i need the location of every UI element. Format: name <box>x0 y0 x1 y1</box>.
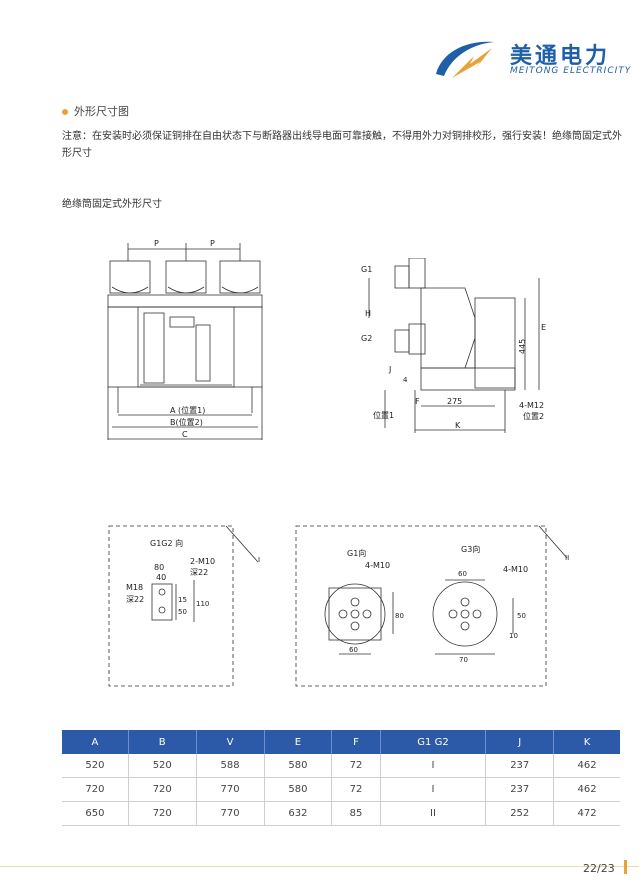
dim-a: A (位置1) <box>170 405 205 415</box>
detail-i-15: 15 <box>178 596 187 604</box>
dim-four: 4 <box>403 376 408 384</box>
table-cell: II <box>380 801 487 826</box>
table-cell: 72 <box>331 754 381 778</box>
dim-275: 275 <box>447 397 462 406</box>
detail-i-drawing: I G1G2 向 2-M10 深22 80 40 M18 深22 15 50 1… <box>108 525 260 687</box>
label-m12: 4-M12 <box>519 401 544 410</box>
table-cell: 720 <box>62 777 129 802</box>
front-view-drawing: P P A (位置1) B(位置2) C <box>107 239 263 440</box>
detail-ii-mark: II <box>565 554 569 562</box>
table-header: V <box>196 730 265 754</box>
table-header: J <box>485 730 555 754</box>
detail-ii-m10-right: 4-M10 <box>503 565 528 574</box>
dim-445: 445 <box>518 339 527 354</box>
table-cell: 632 <box>264 801 333 826</box>
detail-i-50: 50 <box>178 608 187 616</box>
footer-divider <box>0 866 639 867</box>
detail-i-110: 110 <box>196 600 209 608</box>
detail-i-title: G1G2 向 <box>150 538 183 548</box>
table-cell: I <box>380 754 487 778</box>
table-cell: 770 <box>196 777 265 802</box>
dim-c: C <box>182 430 188 439</box>
table-cell: 72 <box>331 777 381 802</box>
dim-h: H <box>365 309 371 318</box>
table-header: B <box>128 730 197 754</box>
table-cell: 580 <box>264 777 333 802</box>
table-header-row: A B V E F G1 G2 J K <box>62 730 620 754</box>
dim-f: F <box>415 397 420 406</box>
detail-i-80: 80 <box>154 563 164 572</box>
page-marker <box>624 860 627 874</box>
dimension-table: A B V E F G1 G2 J K 520 520 588 580 72 I… <box>62 730 620 826</box>
table-row: 650 720 770 632 85 II 252 472 <box>62 801 620 826</box>
detail-i-m18: M18 <box>126 583 143 592</box>
table-cell: 520 <box>62 754 129 778</box>
table-cell: 720 <box>128 777 197 802</box>
table-cell: 650 <box>62 801 129 826</box>
dim-j: J <box>388 365 391 374</box>
table-header: K <box>553 730 620 754</box>
table-cell: 720 <box>128 801 197 826</box>
table-cell: 770 <box>196 801 265 826</box>
label-pos2: 位置2 <box>523 411 544 421</box>
installation-note: 注意：在安装时必须保证铜排在自由状态下与断路器出线导电面可靠接触，不得用外力对铜… <box>62 131 622 159</box>
table-header: E <box>264 730 333 754</box>
table-cell: 237 <box>485 754 555 778</box>
detail-i-deep22a: 深22 <box>190 568 208 577</box>
detail-i-m10: 2-M10 <box>190 557 215 566</box>
table-header: G1 G2 <box>380 730 487 754</box>
brand-name-cn: 美通电力 <box>510 44 611 69</box>
detail-ii-60-left: 60 <box>349 646 358 654</box>
table-header: F <box>331 730 381 754</box>
dim-e: E <box>541 323 546 332</box>
dim-k: K <box>455 421 461 430</box>
side-view-drawing: G1 G2 H J 4 445 E 275 F 4-M12 位置1 位置2 K <box>361 258 546 433</box>
label-pos1: 位置1 <box>373 410 394 420</box>
table-header: A <box>62 730 129 754</box>
dim-b: B(位置2) <box>170 417 203 427</box>
section-title: 外形尺寸图 <box>62 103 129 119</box>
table-cell: 462 <box>553 754 620 778</box>
dim-p2: P <box>210 239 215 248</box>
detail-ii-70: 70 <box>459 656 468 664</box>
table-row: 720 720 770 580 72 I 237 462 <box>62 777 620 802</box>
label-g2: G2 <box>361 334 372 343</box>
table-cell: 588 <box>196 754 265 778</box>
section-subtitle: 绝缘筒固定式外形尺寸 <box>62 199 162 210</box>
dim-p1: P <box>154 239 159 248</box>
table-row: 520 520 588 580 72 I 237 462 <box>62 754 620 778</box>
table-cell: 252 <box>485 801 555 826</box>
table-cell: 580 <box>264 754 333 778</box>
brand-name-en: MEITONG ELECTRICITY <box>510 66 632 76</box>
detail-ii-60-right: 60 <box>458 570 467 578</box>
page-number: 22/23 <box>583 862 615 875</box>
detail-ii-80: 80 <box>395 612 404 620</box>
detail-i-deep22b: 深22 <box>126 595 144 604</box>
detail-ii-drawing: II G1向 G3向 4-M10 80 60 60 4-M10 50 10 70 <box>295 525 569 687</box>
detail-ii-50: 50 <box>517 612 526 620</box>
label-g1: G1 <box>361 265 372 274</box>
table-cell: 85 <box>331 801 381 826</box>
header-logo: 美通电力 MEITONG ELECTRICITY <box>432 34 632 84</box>
table-cell: I <box>380 777 487 802</box>
table-cell: 520 <box>128 754 197 778</box>
detail-ii-g1-title: G1向 <box>347 548 366 558</box>
table-cell: 462 <box>553 777 620 802</box>
detail-ii-10: 10 <box>509 632 518 640</box>
table-cell: 472 <box>553 801 620 826</box>
detail-ii-g3-title: G3向 <box>461 544 480 554</box>
detail-i-40: 40 <box>156 573 166 582</box>
detail-ii-m10-left: 4-M10 <box>365 561 390 570</box>
detail-i-mark: I <box>258 556 260 564</box>
bullet-dot-icon <box>62 109 68 115</box>
table-cell: 237 <box>485 777 555 802</box>
brand-swoosh-icon <box>436 41 494 78</box>
